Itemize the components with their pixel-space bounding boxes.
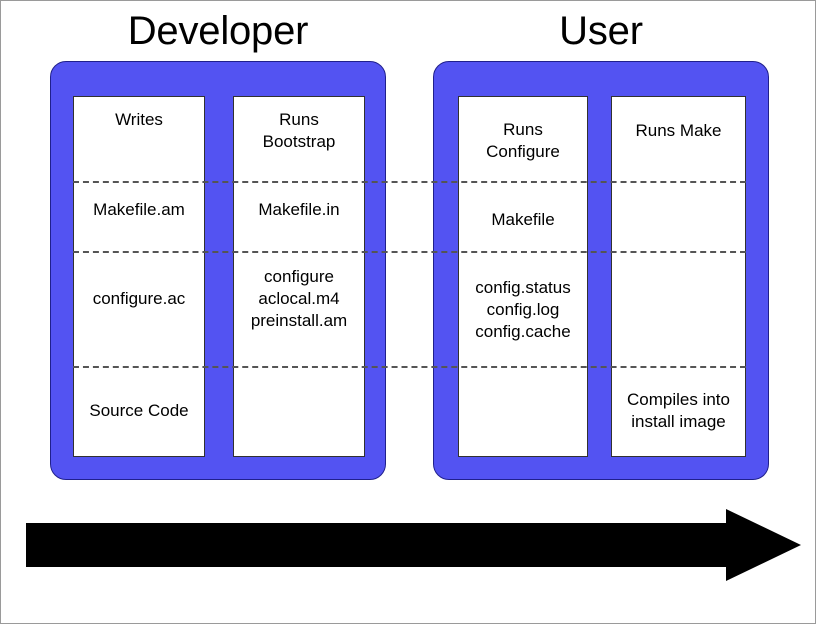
cell-makefile-in: Makefile.in	[233, 199, 365, 221]
cell-makefile-am: Makefile.am	[73, 199, 205, 221]
cell-text: Source Code	[89, 401, 189, 420]
cell-runs-make-action: Runs Make	[611, 120, 746, 142]
cell-text: Makefile.in	[258, 200, 340, 219]
cell-bootstrap-generated-files: configure aclocal.m4 preinstall.am	[233, 266, 365, 332]
cell-text-line2: install image	[631, 412, 726, 431]
row-divider-2	[73, 251, 746, 253]
row-divider-3	[73, 366, 746, 368]
cell-text: Makefile.am	[93, 200, 185, 219]
cell-text: configure.ac	[92, 289, 186, 308]
cell-source-code: Source Code	[73, 400, 205, 422]
cell-makefile: Makefile	[458, 209, 588, 231]
group-title-user: User	[559, 9, 643, 53]
cell-text-line3: preinstall.am	[250, 311, 348, 330]
cell-text-line2: aclocal.m4	[258, 289, 340, 308]
cell-text-line2: config.log	[486, 300, 560, 319]
row-divider-1	[73, 181, 746, 183]
cell-text-line3: config.cache	[475, 322, 571, 341]
cell-text-line2: Bootstrap	[262, 132, 336, 151]
cell-compiles-install-image: Compiles into install image	[611, 389, 746, 433]
cell-runs-configure-action: Runs Configure	[458, 119, 588, 163]
cell-configure-ac: configure.ac	[73, 288, 205, 310]
cell-text-line1: Compiles into	[627, 390, 730, 409]
cell-writes-action: Writes	[73, 109, 205, 131]
cell-text: Makefile	[491, 210, 555, 229]
cell-text-line1: Runs	[503, 120, 543, 139]
cell-text-line1: configure	[264, 267, 334, 286]
cell-configure-generated-files: config.status config.log config.cache	[458, 277, 588, 343]
cell-text-line2: Configure	[486, 142, 560, 161]
column-runs-bootstrap	[233, 96, 365, 457]
time-flow-arrow	[26, 509, 801, 581]
column-writes	[73, 96, 205, 457]
cell-text-line1: Runs	[279, 110, 319, 129]
cell-runs-bootstrap-action: Runs Bootstrap	[233, 109, 365, 153]
cell-text: Writes	[115, 110, 163, 129]
column-runs-make	[611, 96, 746, 457]
group-title-developer: Developer	[127, 9, 309, 53]
cell-text-line1: config.status	[475, 278, 571, 297]
cell-text: Runs Make	[635, 121, 722, 140]
column-runs-configure	[458, 96, 588, 457]
